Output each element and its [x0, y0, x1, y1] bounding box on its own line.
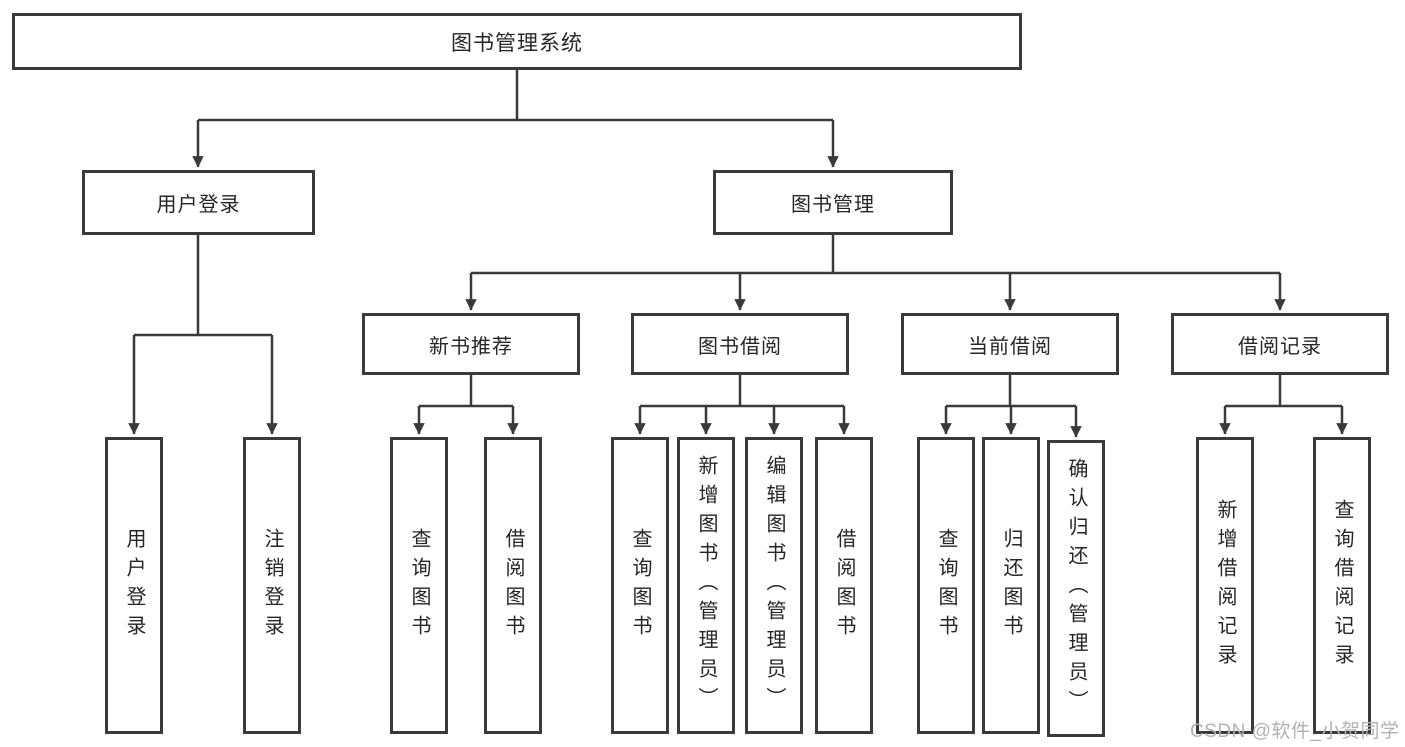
leaf-return-book: 归还图书: [982, 437, 1040, 734]
watermark: CSDN @软件_小贺同学: [1190, 721, 1400, 742]
leaf-edit-book-admin: 编辑图书（管理员）: [745, 437, 803, 734]
leaf-add-book-admin: 新增图书（管理员）: [677, 437, 735, 734]
connector-root-rail: [198, 70, 833, 122]
node-book-borrowing: 图书借阅: [631, 313, 849, 375]
leaf-add-borrow-record: 新增借阅记录: [1196, 437, 1254, 734]
connector-newbook-rail: [419, 375, 513, 408]
leaf-logout: 注销登录: [243, 437, 301, 734]
leaf-user-login: 用户登录: [105, 437, 163, 734]
connector-mgmt-rail: [471, 235, 1280, 275]
connector-records-rail: [1225, 375, 1342, 408]
leaf-query-books-recommend: 查询图书: [390, 437, 448, 734]
node-user-login: 用户登录: [82, 170, 315, 235]
connector-borrow-rail: [640, 375, 844, 408]
node-new-book-recommend: 新书推荐: [362, 313, 580, 375]
leaf-query-borrow-record: 查询借阅记录: [1313, 437, 1371, 734]
leaf-query-books-current: 查询图书: [917, 437, 975, 734]
node-library-system: 图书管理系统: [12, 13, 1022, 70]
leaf-borrow-books: 借阅图书: [815, 437, 873, 734]
leaf-query-books-borrowing: 查询图书: [611, 437, 669, 734]
node-current-borrowing: 当前借阅: [901, 313, 1119, 375]
node-borrowing-records: 借阅记录: [1171, 313, 1389, 375]
connector-current-rail: [946, 375, 1076, 408]
node-book-management: 图书管理: [713, 170, 953, 235]
leaf-borrow-books-recommend: 借阅图书: [484, 437, 542, 734]
connector-login-rail: [134, 235, 272, 337]
leaf-confirm-return-admin: 确认归还（管理员）: [1047, 440, 1105, 737]
